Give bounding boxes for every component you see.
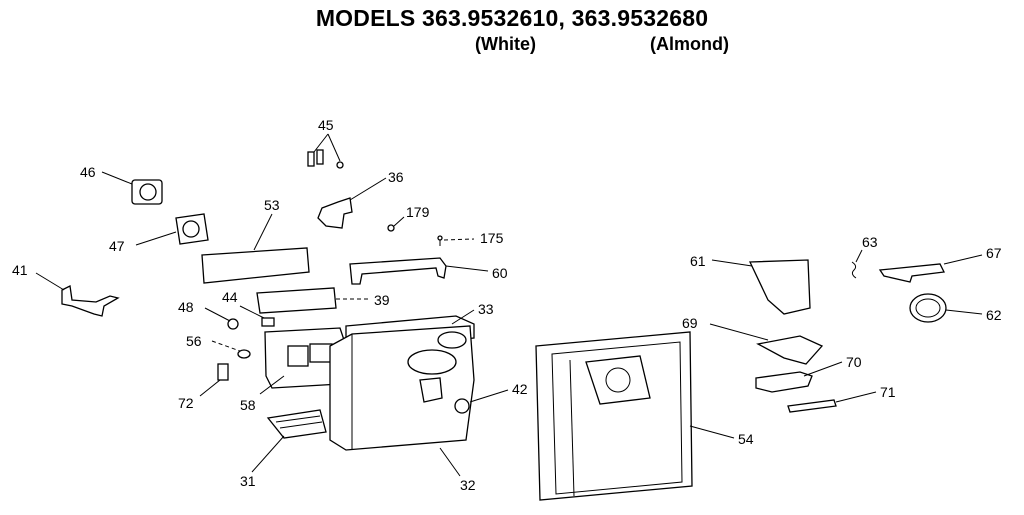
part-71-rod [787, 391, 877, 413]
part-41-lever [35, 272, 120, 317]
callout-39: 39 [374, 292, 390, 308]
part-45-screws [307, 133, 344, 169]
part-72-switch [199, 363, 229, 397]
model-white-label: (White) [475, 34, 536, 54]
callout-41: 41 [12, 262, 28, 278]
part-60-rail [349, 257, 489, 285]
callout-31: 31 [240, 473, 256, 489]
part-56-washer [211, 340, 251, 359]
callout-179: 179 [406, 204, 430, 220]
model-almond-label: (Almond) [650, 34, 729, 54]
callout-labels: 45 46 36 179 53 47 175 41 60 63 67 61 48… [12, 117, 1002, 493]
callout-61: 61 [690, 253, 706, 269]
callout-56: 56 [186, 333, 202, 349]
part-63-spring [851, 249, 863, 279]
part-61-chute [711, 259, 811, 315]
callout-60: 60 [492, 265, 508, 281]
callout-175: 175 [480, 230, 504, 246]
callout-54: 54 [738, 431, 754, 447]
part-44-clip [239, 305, 275, 327]
callout-47: 47 [109, 238, 125, 254]
part-54-door-panel [535, 331, 735, 501]
callout-67: 67 [986, 245, 1002, 261]
callout-58: 58 [240, 397, 256, 413]
callout-32: 32 [460, 477, 476, 493]
part-58-control-housing [259, 327, 345, 395]
part-48-nut [204, 307, 239, 330]
callout-62: 62 [986, 307, 1002, 323]
callout-70: 70 [846, 354, 862, 370]
part-47-motor-plate [135, 213, 209, 246]
part-70-actuator [755, 361, 843, 393]
callout-71: 71 [880, 384, 896, 400]
part-31-drip-tray [251, 409, 327, 473]
callout-63: 63 [862, 234, 878, 250]
page-title: MODELS 363.9532610, 363.9532680 [315, 5, 709, 31]
callout-72: 72 [178, 395, 194, 411]
callout-33: 33 [478, 301, 494, 317]
callout-53: 53 [264, 197, 280, 213]
part-36-bracket [317, 177, 387, 229]
part-67-bracket [878, 254, 983, 283]
callout-48: 48 [178, 299, 194, 315]
callout-44: 44 [222, 289, 238, 305]
part-62-seal-ring [909, 293, 983, 323]
part-53-plate [201, 213, 310, 284]
callout-36: 36 [388, 169, 404, 185]
part-175-pin [437, 235, 475, 246]
part-46-knob [101, 171, 163, 205]
part-179-screw [387, 216, 405, 232]
callout-46: 46 [80, 164, 96, 180]
part-32-dispenser-housing [329, 325, 475, 477]
part-69-flap [709, 323, 824, 365]
part-39-switch-board [256, 287, 368, 314]
callout-42: 42 [512, 381, 528, 397]
part-42-cap [454, 389, 509, 414]
callout-45: 45 [318, 117, 334, 133]
callout-69: 69 [682, 315, 698, 331]
